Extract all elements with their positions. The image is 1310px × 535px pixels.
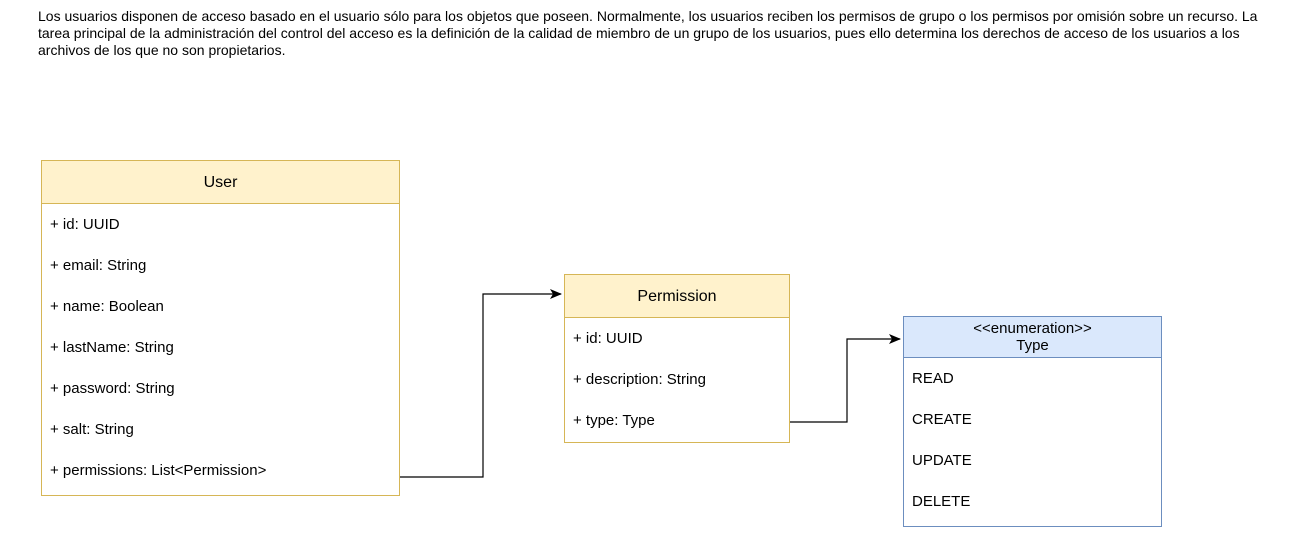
enum-value-create[interactable]: CREATE (912, 411, 972, 428)
permission-class-header: Permission (565, 275, 789, 318)
enum-value-delete[interactable]: DELETE (912, 493, 971, 510)
attribute-id[interactable]: + id: UUID (573, 330, 643, 347)
user-to-permission-edge (400, 289, 562, 478)
attribute-lastname[interactable]: + lastName: String (50, 339, 174, 356)
attribute-name[interactable]: + name: Boolean (50, 298, 164, 315)
attribute-salt[interactable]: + salt: String (50, 421, 134, 438)
enum-name: Type (1016, 337, 1049, 354)
attribute-permissions[interactable]: + permissions: List<Permission> (50, 462, 267, 479)
intro-paragraph: Los usuarios disponen de acceso basado e… (38, 8, 1258, 58)
attribute-id[interactable]: + id: UUID (50, 216, 120, 233)
enum-stereotype: <<enumeration>> (973, 320, 1092, 337)
attribute-type[interactable]: + type: Type (573, 412, 655, 429)
attribute-description[interactable]: + description: String (573, 371, 706, 388)
type-enum-box[interactable]: <<enumeration>> Type READ CREATE UPDATE … (903, 316, 1162, 527)
class-name: User (203, 173, 238, 191)
user-class-header: User (42, 161, 399, 204)
permission-class-box[interactable]: Permission + id: UUID + description: Str… (564, 274, 790, 443)
user-class-box[interactable]: User + id: UUID + email: String + name: … (41, 160, 400, 496)
type-enum-header: <<enumeration>> Type (904, 317, 1161, 358)
attribute-password[interactable]: + password: String (50, 380, 175, 397)
attribute-email[interactable]: + email: String (50, 257, 147, 274)
class-name: Permission (637, 287, 717, 305)
enum-value-read[interactable]: READ (912, 370, 954, 387)
enum-value-update[interactable]: UPDATE (912, 452, 972, 469)
permission-to-type-edge (790, 334, 901, 423)
